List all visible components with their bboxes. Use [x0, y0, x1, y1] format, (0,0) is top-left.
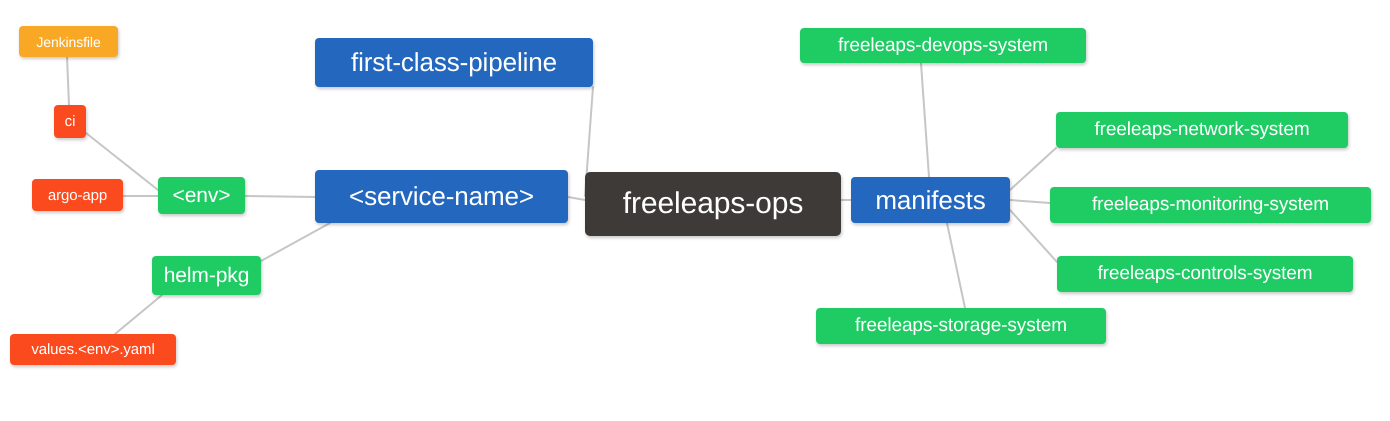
edge-root-to-service [567, 196, 586, 201]
node-label: first-class-pipeline [350, 47, 558, 77]
edge-service-to-helmpkg [260, 222, 331, 262]
edge-ci-to-jenkinsfile [66, 56, 70, 106]
mindmap-node-controls[interactable]: freeleaps-controls-system [1057, 256, 1353, 292]
mindmap-node-jenkinsfile[interactable]: Jenkinsfile [19, 26, 118, 57]
node-label: freeleaps-devops-system [838, 34, 1048, 56]
mindmap-node-manifests[interactable]: manifests [851, 177, 1010, 223]
node-label: Jenkinsfile [36, 33, 101, 50]
mindmap-node-devops[interactable]: freeleaps-devops-system [800, 28, 1086, 63]
mindmap-node-root[interactable]: freeleaps-ops [585, 172, 841, 236]
node-label: freeleaps-controls-system [1097, 263, 1313, 284]
node-label: ci [64, 113, 76, 130]
mindmap-node-service[interactable]: <service-name> [315, 170, 568, 223]
node-label: values.<env>.yaml [31, 341, 155, 358]
mindmap-node-argoapp[interactable]: argo-app [32, 179, 123, 211]
node-label: freeleaps-monitoring-system [1092, 194, 1329, 215]
mindmap-node-monitoring[interactable]: freeleaps-monitoring-system [1050, 187, 1371, 223]
mindmap-node-valuesyaml[interactable]: values.<env>.yaml [10, 334, 176, 365]
node-label: helm-pkg [163, 263, 250, 287]
mindmap-node-storage[interactable]: freeleaps-storage-system [816, 308, 1106, 344]
node-label: freeleaps-network-system [1094, 119, 1310, 140]
edge-helmpkg-to-valuesyaml [114, 294, 163, 335]
node-label: freeleaps-storage-system [855, 315, 1067, 336]
node-label: <service-name> [348, 181, 535, 211]
node-label: <env> [172, 183, 231, 207]
mindmap-node-helmpkg[interactable]: helm-pkg [152, 256, 261, 295]
node-label: freeleaps-ops [622, 187, 804, 220]
edge-manifests-to-devops [920, 62, 930, 178]
edge-manifests-to-monitoring [1009, 199, 1051, 204]
mindmap-node-ci[interactable]: ci [54, 105, 86, 138]
node-label: manifests [875, 184, 986, 215]
node-label: argo-app [47, 186, 108, 204]
edge-manifests-to-storage [946, 222, 966, 309]
edge-manifests-to-network [1009, 147, 1057, 191]
mindmap-node-network[interactable]: freeleaps-network-system [1056, 112, 1348, 148]
mindmap-node-pipeline[interactable]: first-class-pipeline [315, 38, 593, 87]
edge-service-to-env [244, 195, 316, 198]
mindmap-node-env[interactable]: <env> [158, 177, 245, 214]
